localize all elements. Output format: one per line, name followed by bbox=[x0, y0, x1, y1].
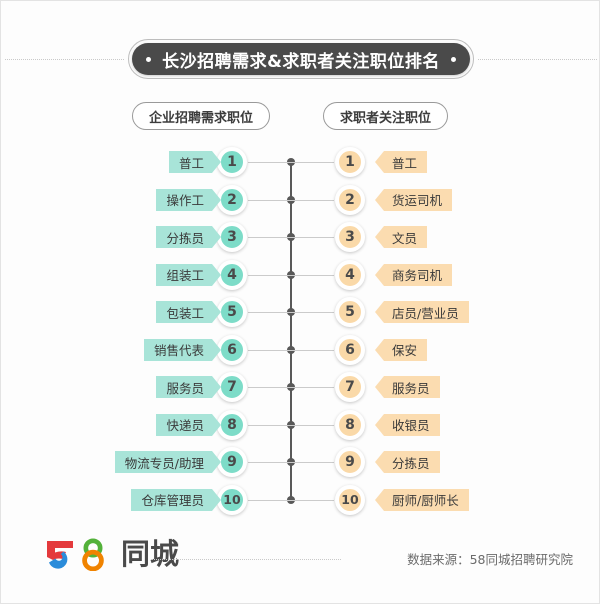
rank-number-right-1: 1 bbox=[335, 147, 365, 177]
job-tag-right-3: 文员 bbox=[374, 226, 428, 248]
logo-58-icon bbox=[47, 538, 104, 571]
rank-number-left-2: 2 bbox=[217, 184, 247, 215]
job-tag-left-7: 服务员 bbox=[156, 376, 221, 398]
job-tag-right-2: 货运司机 bbox=[374, 188, 453, 211]
job-tag-right-4: 商务司机 bbox=[374, 263, 453, 286]
column-header-left: 企业招聘需求职位 bbox=[132, 102, 271, 130]
connector-line-right bbox=[290, 499, 334, 501]
rank-number-left-8: 8 bbox=[217, 409, 247, 440]
connector-line-left bbox=[248, 199, 292, 201]
rank-number-right-3: 3 bbox=[335, 222, 365, 252]
connector-line-left bbox=[248, 349, 292, 351]
job-tag-left-9: 物流专员/助理 bbox=[114, 451, 222, 473]
connector-line-right bbox=[290, 387, 334, 388]
job-tag-right-1: 普工 bbox=[374, 151, 428, 173]
job-tag-left-6: 销售代表 bbox=[143, 338, 222, 361]
job-tag-left-3: 分拣员 bbox=[156, 226, 221, 248]
rank-number-right-5: 5 bbox=[335, 297, 365, 327]
rank-number-right-10: 10 bbox=[335, 484, 365, 515]
connector-line-right bbox=[290, 424, 334, 426]
connector-line-right bbox=[290, 162, 334, 163]
title-dash-right bbox=[477, 58, 598, 60]
job-tag-left-1: 普工 bbox=[168, 151, 222, 173]
job-tag-right-6: 保安 bbox=[374, 338, 428, 361]
connector-line-right bbox=[290, 237, 334, 238]
connector-line-right bbox=[290, 312, 334, 313]
rank-number-right-7: 7 bbox=[335, 372, 365, 402]
column-header-right: 求职者关注职位 bbox=[323, 102, 449, 130]
rank-number-left-6: 6 bbox=[217, 334, 247, 365]
rank-number-right-2: 2 bbox=[335, 184, 365, 215]
connector-line-right bbox=[290, 274, 334, 276]
logo-wordmark: 同城 bbox=[121, 536, 180, 571]
rank-number-left-9: 9 bbox=[217, 447, 247, 477]
job-tag-left-8: 快递员 bbox=[156, 413, 221, 436]
job-tag-left-2: 操作工 bbox=[156, 188, 221, 211]
dot-icon-right bbox=[450, 56, 456, 62]
title-dash-left bbox=[5, 58, 125, 60]
rank-number-right-8: 8 bbox=[335, 409, 365, 440]
connector-line-left bbox=[248, 462, 292, 463]
rank-number-left-10: 10 bbox=[217, 484, 247, 515]
job-tag-right-9: 分拣员 bbox=[375, 451, 440, 473]
footer: 同城 数据来源：58同城招聘研究院 bbox=[1, 535, 599, 581]
rank-number-right-4: 4 bbox=[335, 259, 365, 290]
rank-number-right-9: 9 bbox=[335, 447, 365, 477]
job-tag-right-8: 收银员 bbox=[375, 413, 440, 436]
connector-line-left bbox=[248, 274, 292, 276]
rank-number-left-5: 5 bbox=[217, 297, 247, 327]
rank-number-left-4: 4 bbox=[217, 259, 247, 290]
data-source-text: 数据来源：58同城招聘研究院 bbox=[407, 552, 573, 567]
dot-icon-left bbox=[146, 56, 152, 62]
job-tag-right-10: 厨师/厨师长 bbox=[375, 488, 469, 511]
job-tag-right-7: 服务员 bbox=[375, 376, 440, 398]
title-pill-frame: 长沙招聘需求&求职者关注职位排名 bbox=[128, 39, 474, 79]
footer-divider bbox=[151, 559, 341, 560]
center-spine bbox=[290, 162, 292, 500]
connector-line-right bbox=[290, 462, 334, 463]
connector-line-left bbox=[248, 424, 292, 426]
connector-line-left bbox=[248, 312, 292, 313]
job-tag-right-5: 店员/营业员 bbox=[375, 301, 469, 323]
title-banner: 长沙招聘需求&求职者关注职位排名 bbox=[1, 39, 599, 79]
title-pill: 长沙招聘需求&求职者关注职位排名 bbox=[132, 43, 470, 75]
connector-line-left bbox=[248, 499, 292, 501]
rank-number-left-7: 7 bbox=[217, 372, 247, 402]
rank-number-right-6: 6 bbox=[335, 334, 365, 365]
connector-line-right bbox=[290, 349, 334, 351]
rank-number-left-3: 3 bbox=[217, 222, 247, 252]
connector-line-left bbox=[248, 237, 292, 238]
job-tag-left-5: 包装工 bbox=[156, 301, 221, 323]
job-tag-left-4: 组装工 bbox=[156, 263, 221, 286]
connector-line-left bbox=[248, 387, 292, 388]
job-tag-left-10: 仓库管理员 bbox=[131, 488, 221, 511]
rank-number-left-1: 1 bbox=[217, 147, 247, 177]
connector-line-right bbox=[290, 199, 334, 201]
page-title: 长沙招聘需求&求职者关注职位排名 bbox=[162, 51, 440, 72]
logo-58tongcheng: 同城 bbox=[41, 537, 179, 571]
connector-line-left bbox=[248, 162, 292, 163]
